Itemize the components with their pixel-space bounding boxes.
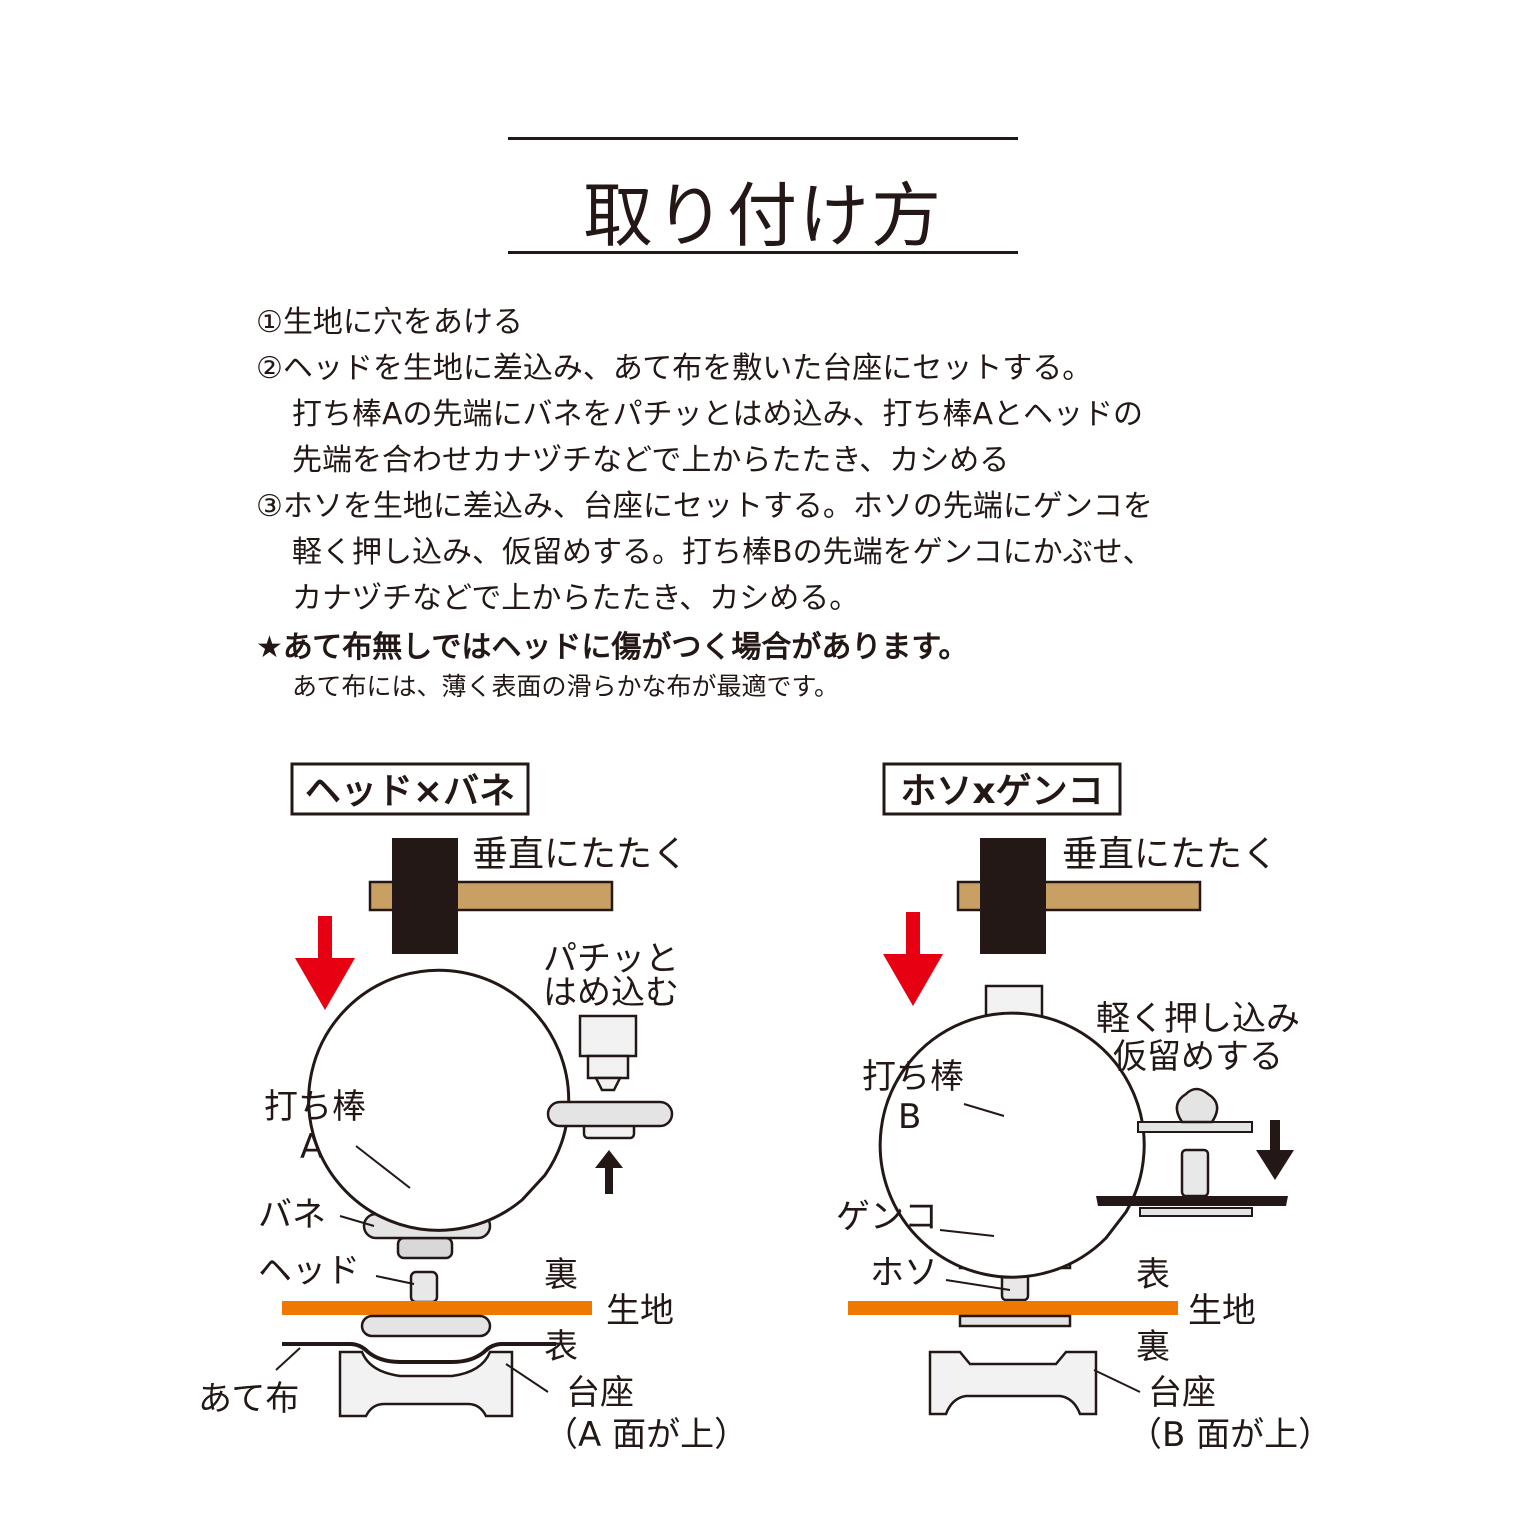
panel-hoso-genko: ホソxゲンコ 垂直にたたく — [836, 762, 1332, 1455]
left-anvil-base — [338, 1350, 514, 1418]
right-leader-lines — [939, 1103, 1141, 1393]
left-hammer-label: 垂直にたたく — [472, 834, 688, 875]
page-title: 取り付け方 — [583, 175, 943, 257]
left-head-part — [409, 1270, 439, 1304]
left-leader-lines — [275, 1145, 549, 1393]
right-callout-line1: 軽く押し込み — [1096, 999, 1300, 1039]
warning-note: ★あて布無しではヘッドに傷がつく場合があります。 — [256, 630, 969, 665]
right-back-label: 裏 — [1136, 1327, 1170, 1367]
right-genko-label: ゲンコ — [836, 1197, 938, 1237]
left-heading: ヘッド×バネ — [305, 771, 515, 812]
left-patch-label: あて布 — [198, 1379, 299, 1419]
step-2-detail-2: 先端を合わせカナヅチなどで上からたたき、カシめる — [292, 443, 1010, 478]
right-hammer-label: 垂直にたたく — [1062, 834, 1278, 875]
step-3-detail-1: 軽く押し込み、仮留めする。打ち棒Bの先端をゲンコにかぶせ、 — [292, 535, 1153, 570]
left-patch-cloth — [282, 1342, 556, 1364]
left-heading-box — [290, 762, 530, 816]
step-2-detail-1: 打ち棒Aの先端にバネをパチッとはめ込み、打ち棒Aとヘッドの — [292, 397, 1144, 432]
left-back-label: 裏 — [544, 1255, 578, 1295]
step-3-detail-2: カナヅチなどで上からたたき、カシめる。 — [292, 581, 860, 616]
right-base-face-label: （B 面が上） — [1128, 1415, 1332, 1455]
right-hoso-label: ホソ — [870, 1253, 938, 1293]
right-fabric-label: 生地 — [1188, 1291, 1256, 1331]
right-fabric — [848, 1301, 1178, 1315]
left-down-arrow-icon — [295, 916, 355, 1010]
left-head-label: ヘッド — [258, 1251, 360, 1291]
left-callout-line1: パチッと — [543, 939, 679, 979]
left-base-label: 台座 — [566, 1373, 634, 1413]
warning-subnote: あて布には、薄く表面の滑らかな布が最適です。 — [292, 672, 840, 701]
left-rod-label-line2: A — [300, 1127, 323, 1167]
left-spring-label: バネ — [258, 1195, 326, 1235]
left-front-label: 表 — [544, 1327, 578, 1367]
left-rod-label-line1: 打ち棒 — [264, 1087, 366, 1127]
right-callout-line2: 仮留めする — [1113, 1037, 1283, 1077]
step-2: ②ヘッドを生地に差込み、あて布を敷いた台座にセットする。 — [256, 351, 1093, 386]
right-down-arrow-icon — [883, 912, 943, 1006]
left-fabric — [282, 1301, 592, 1315]
step-3: ③ホソを生地に差込み、台座にセットする。ホソの先端にゲンコを — [256, 489, 1153, 524]
left-callout-bubble — [307, 968, 674, 1232]
right-heading-box — [882, 762, 1122, 816]
right-rod-label-line2: B — [898, 1097, 921, 1137]
right-rod-label-line1: 打ち棒 — [862, 1057, 964, 1097]
right-hammer-icon — [956, 838, 1202, 954]
title-rule-top — [508, 137, 1018, 140]
left-head-flange — [360, 1314, 492, 1338]
left-callout-line2: はめ込む — [543, 973, 679, 1013]
right-base-label: 台座 — [1148, 1373, 1216, 1413]
step-1: ①生地に穴をあける — [256, 305, 523, 340]
right-anvil-base — [928, 1350, 1098, 1416]
left-fabric-label: 生地 — [606, 1291, 674, 1331]
title-rule-bottom — [508, 251, 1018, 254]
left-base-face-label: （A 面が上） — [544, 1415, 748, 1455]
instructions: ①生地に穴をあける ②ヘッドを生地に差込み、あて布を敷いた台座にセットする。 打… — [256, 300, 1276, 704]
left-hammer-icon — [368, 838, 614, 954]
right-callout-bubble — [878, 1011, 1294, 1279]
right-heading: ホソxゲンコ — [900, 771, 1103, 812]
right-hoso-base — [958, 1314, 1072, 1328]
right-front-label: 表 — [1136, 1255, 1170, 1295]
panel-head-spring: ヘッド×バネ 垂直にたたく — [198, 762, 748, 1455]
